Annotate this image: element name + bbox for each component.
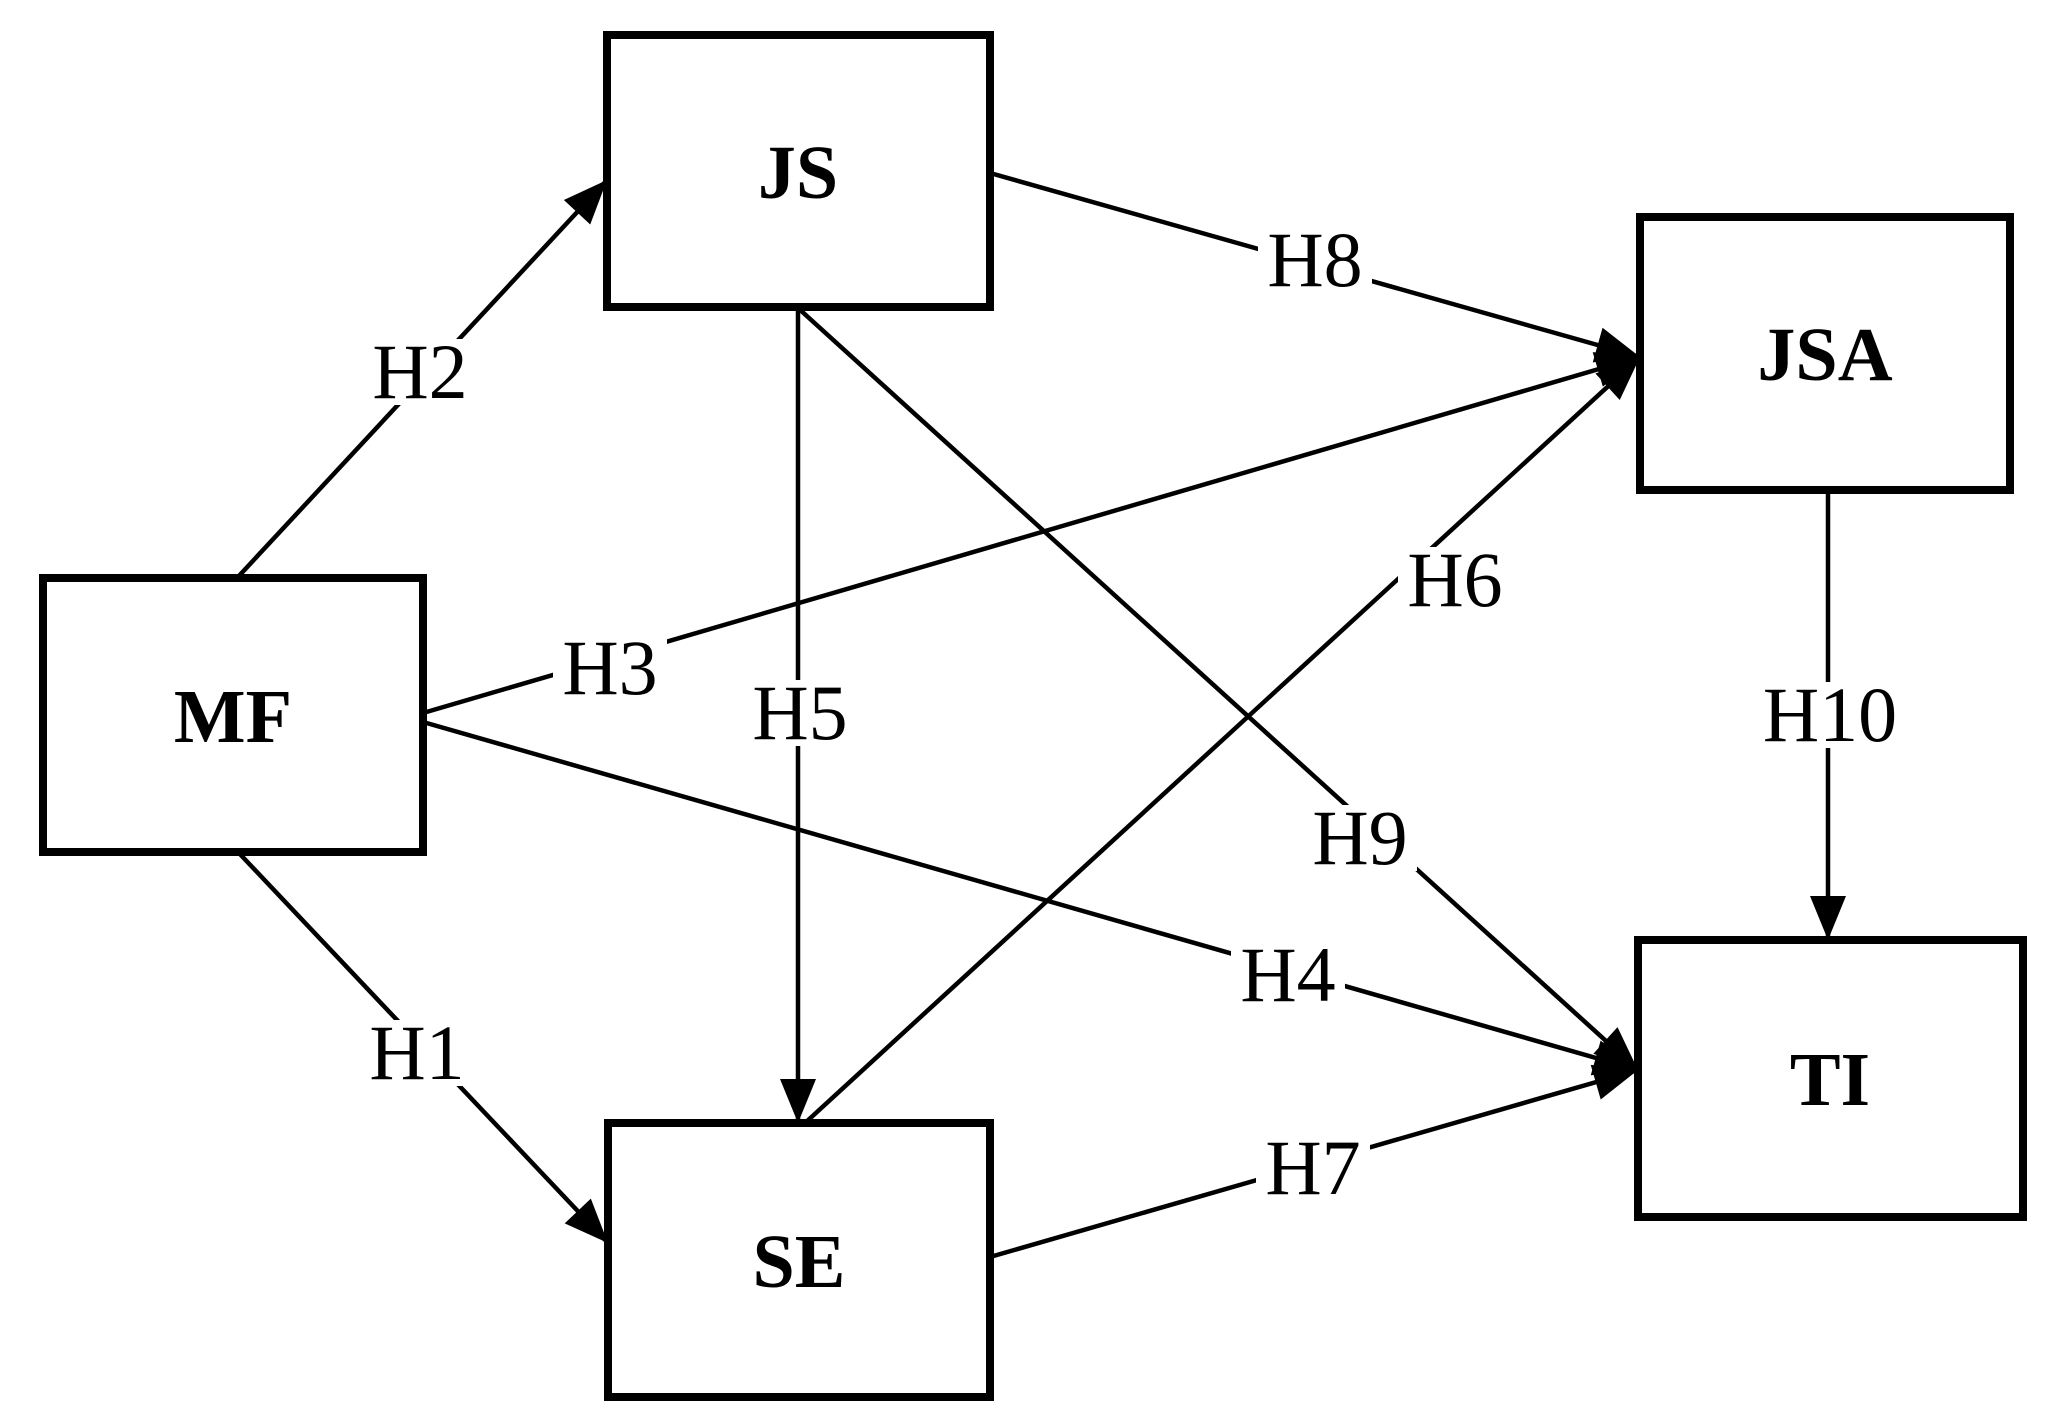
edge-label-h1-text: H1 [369,1009,464,1096]
edge-label-h3-text: H3 [562,624,657,711]
edge-h9-js-to-ti [796,306,1640,1072]
edge-label-h8: H8 [1258,216,1372,303]
node-se-label: SE [753,1220,846,1304]
node-js-label: JS [758,131,838,215]
edge-label-h9-text: H9 [1312,794,1407,881]
edge-label-h3-bg [553,635,667,701]
node-ti: TI [1634,936,2027,1221]
node-jsa-box [1636,213,2014,494]
edge-h4-mf-to-ti [422,719,1639,1076]
edge-label-h7-text: H7 [1265,1124,1360,1211]
edge-label-h6-bg [1398,547,1512,613]
edge-label-h9: H9 [1303,794,1417,881]
node-js-box [603,31,994,311]
node-jsa: JSA [1636,213,2014,494]
edge-label-h1: H1 [360,1009,474,1096]
edge-label-h2-bg [363,339,477,405]
edge-label-h2: H2 [363,328,477,415]
node-mf: MF [39,574,427,856]
edge-label-h5: H5 [743,669,857,756]
edge-label-h7-bg [1256,1135,1370,1201]
edge-label-h8-bg [1258,227,1372,293]
edge-label-h8-text: H8 [1267,216,1362,303]
edge-h6-se-to-jsa [803,355,1642,1125]
node-jsa-label: JSA [1757,313,1892,397]
node-mf-box [39,574,427,856]
edge-label-h9-bg [1303,805,1417,871]
edge-label-h2-text: H2 [372,328,467,415]
edge-label-h5-bg [743,680,857,746]
node-ti-label: TI [1790,1038,1870,1122]
edge-label-group: H1 H2 H3 H4 H5 H6 [360,216,1912,1211]
edge-label-h6: H6 [1398,536,1512,623]
edge-label-h4-text: H4 [1240,931,1335,1018]
edge-label-h1-bg [360,1020,474,1086]
edge-label-h6-text: H6 [1407,536,1502,623]
edge-label-h10: H10 [1748,671,1912,758]
edge-label-h3: H3 [553,624,667,711]
edge-label-h10-bg [1748,682,1912,748]
edge-label-h4: H4 [1231,931,1345,1018]
node-mf-label: MF [174,675,292,759]
node-ti-box [1634,936,2027,1221]
edge-label-h10-text: H10 [1763,671,1897,758]
edge-group [235,170,1846,1260]
node-se: SE [604,1119,994,1401]
edge-label-h5-text: H5 [752,669,847,756]
node-se-box [604,1119,994,1401]
node-js: JS [603,31,994,311]
edge-label-h4-bg [1231,942,1345,1008]
edge-label-h7: H7 [1256,1124,1370,1211]
node-group: MF JS SE JSA TI [39,31,2027,1401]
